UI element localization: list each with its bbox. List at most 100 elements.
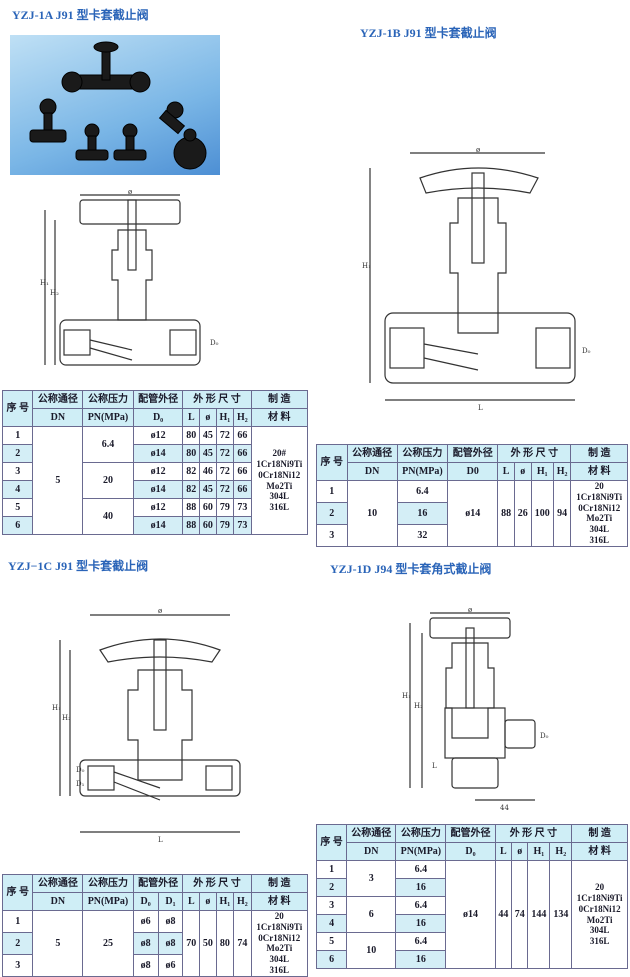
table-cell: 6.4 <box>395 932 447 951</box>
drawing-yzj-1b: ø H₁ L D₀ <box>362 148 591 412</box>
table-cell: 32 <box>396 523 449 547</box>
table-cell: 3 <box>316 523 348 547</box>
table-cell: 10 <box>346 480 398 547</box>
col-h1: H₁ <box>215 892 235 911</box>
table-cell: ø6 <box>157 953 184 977</box>
table-cell: 3 <box>315 896 348 915</box>
table-cell: 4 <box>315 914 348 933</box>
col-mat-cn: 制 造 <box>250 874 309 893</box>
product-photo <box>10 35 220 175</box>
svg-text:L: L <box>432 762 437 770</box>
col-dn-cn: 公称通径 <box>346 824 397 843</box>
table-cell: ø12 <box>132 498 184 517</box>
col-no: 序 号 <box>1 874 34 911</box>
col-d0: D0 <box>447 462 499 481</box>
svg-text:H₁: H₁ <box>362 262 371 270</box>
col-h1: H₁ <box>215 408 235 427</box>
table-cell: 25 <box>82 910 134 977</box>
col-pn-cn: 公称压力 <box>82 390 134 409</box>
svg-text:44: 44 <box>500 804 509 812</box>
col-l: L <box>182 892 201 911</box>
table-cell: ø8 <box>157 910 184 933</box>
table-cell: 45 <box>199 426 217 445</box>
col-mat-cn: 制 造 <box>250 390 309 409</box>
table-cell: 3 <box>346 860 397 897</box>
col-dims: 外 形 尺 寸 <box>494 824 573 843</box>
table-cell: 16 <box>395 950 447 969</box>
table-cell: 46 <box>199 462 217 481</box>
table-cell: 70 <box>182 910 201 977</box>
svg-text:D₀: D₀ <box>76 766 85 774</box>
col-phi: ø <box>199 892 217 911</box>
table-cell: 3 <box>1 953 34 977</box>
table-cell: 6 <box>1 516 34 535</box>
svg-text:ø: ø <box>128 190 132 196</box>
table-cell: 80 <box>215 910 235 977</box>
col-pn-cn: 公称压力 <box>396 444 449 463</box>
table-cell: ø14 <box>132 516 184 535</box>
table-cell: 6.4 <box>395 860 447 879</box>
col-pn: PN(MPa) <box>395 842 447 861</box>
col-h2: H₂ <box>233 892 252 911</box>
title-yzj-1a: YZJ-1A J91 型卡套截止阀 <box>12 8 149 22</box>
col-dims: 外 形 尺 寸 <box>182 874 252 893</box>
col-dn-cn: 公称通径 <box>346 444 398 463</box>
table-cell: 1 <box>1 426 34 445</box>
col-no: 序 号 <box>1 390 34 427</box>
col-dims: 外 形 尺 寸 <box>182 390 252 409</box>
table-cell: 16 <box>395 914 447 933</box>
table-cell: 5 <box>32 426 84 535</box>
material-cell: 20# 1Cr18Ni9Ti 0Cr18Ni12 Mo2Ti 304L 316L <box>250 426 309 535</box>
svg-text:D₀: D₀ <box>210 339 219 347</box>
col-mat: 材 料 <box>250 408 309 427</box>
col-dn: DN <box>346 462 398 481</box>
col-h1: H₁ <box>530 462 554 481</box>
table-cell: 1 <box>315 860 348 879</box>
table-cell: ø14 <box>445 860 496 969</box>
col-phi: ø <box>199 408 217 427</box>
table-cell: 26 <box>513 480 532 547</box>
material-cell: 20 1Cr18Ni9Ti 0Cr18Ni12 Mo2Ti 304L 316L <box>570 480 628 547</box>
title-yzj-1b: YZJ-1B J91 型卡套截止阀 <box>360 26 497 40</box>
table-cell: 72 <box>215 462 235 481</box>
col-dn-cn: 公称通径 <box>32 874 84 893</box>
table-cell: 40 <box>82 498 134 535</box>
col-mat-cn: 制 造 <box>570 444 628 463</box>
table-cell: 79 <box>215 498 235 517</box>
table-cell: 6 <box>346 896 397 933</box>
col-dims: 外 形 尺 寸 <box>497 444 572 463</box>
table-cell: 82 <box>182 480 201 499</box>
table-cell: 1 <box>1 910 34 933</box>
svg-text:H₂: H₂ <box>62 714 71 722</box>
svg-text:L: L <box>158 836 163 844</box>
table-cell: ø14 <box>132 480 184 499</box>
svg-text:D₀: D₀ <box>582 347 591 355</box>
title-yzj-1c: YZJ−1C J91 型卡套截止阀 <box>8 559 149 573</box>
col-od-cn: 配管外径 <box>447 444 499 463</box>
table-cell: 1 <box>316 480 348 503</box>
table-cell: 100 <box>530 480 554 547</box>
table-cell: 45 <box>199 444 217 463</box>
col-d0: D₀ <box>132 408 184 427</box>
table-cell: 20 <box>82 462 134 499</box>
col-dn: DN <box>32 892 84 911</box>
table-cell: 5 <box>32 910 84 977</box>
col-h2: H₂ <box>552 462 572 481</box>
col-l: L <box>182 408 201 427</box>
